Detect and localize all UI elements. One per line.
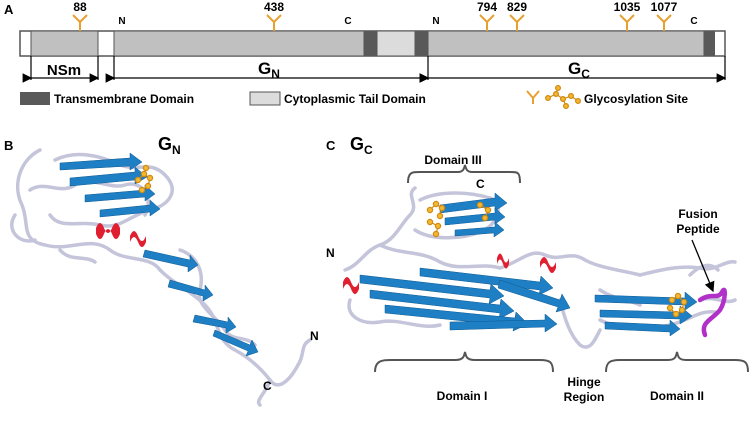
- gn-n-label: N: [310, 329, 319, 343]
- gn-structure: [10, 148, 312, 407]
- glyco-marker-1077: [656, 14, 672, 31]
- gn-cytoplasmic-tail: [376, 30, 416, 57]
- glycosylation-markers: [72, 14, 672, 31]
- hinge-region-label-line2: Region: [564, 390, 605, 404]
- gn-c-label: C: [263, 379, 272, 393]
- legend-transmembrane-swatch: [20, 92, 50, 105]
- fusion-peptide-label-line2: Peptide: [676, 222, 720, 236]
- legend-cytoplasmic-swatch: [249, 91, 281, 106]
- domain-ii-bracket: [605, 351, 749, 373]
- panel-a-label: A: [4, 2, 14, 17]
- domain-i-bracket: [374, 351, 554, 373]
- domain-iii-label: Domain III: [424, 153, 481, 167]
- domain-iii-bracket: [407, 164, 521, 184]
- gn-glycan: [134, 164, 154, 194]
- fusion-peptide-label-line1: Fusion: [678, 207, 717, 221]
- glyco-marker-794: [479, 14, 495, 31]
- gn-n-terminus: N: [118, 16, 125, 27]
- gc-segment: [427, 30, 705, 57]
- glyco-marker-1035: [619, 14, 635, 31]
- glyco-site-number: 794: [477, 0, 497, 14]
- glyco-marker-829: [509, 14, 525, 31]
- glyco-site-number: 88: [73, 0, 87, 14]
- panel-c-label: C: [326, 138, 336, 153]
- glyco-site-number: 829: [507, 0, 527, 14]
- panel-b-title: GN: [158, 134, 181, 157]
- gn-coil: [10, 148, 312, 407]
- legend-glyco-y-icon: [526, 90, 540, 104]
- domain-ii-label: Domain II: [650, 389, 704, 403]
- gc-c-terminus: C: [690, 16, 697, 27]
- domain-bar: [19, 30, 726, 57]
- gc-label: GC: [568, 59, 590, 81]
- nsm-label: NSm: [47, 62, 81, 79]
- gc-n-label: N: [326, 246, 335, 260]
- gc-domain-ii-strands: [594, 291, 698, 337]
- panel-b-label: B: [4, 138, 13, 153]
- glyco-site-number: 1077: [651, 0, 678, 14]
- gc-domain-iii-strands: [439, 192, 508, 238]
- panel-c-title: GC: [350, 134, 373, 157]
- domain-i-label: Domain I: [437, 389, 488, 403]
- glyco-marker-438: [266, 14, 282, 31]
- gc-structure: [343, 186, 737, 349]
- gc-n-terminus: N: [432, 16, 439, 27]
- legend-glycosylation-label: Glycosylation Site: [584, 92, 688, 106]
- gn-alpha-helices: [96, 223, 146, 247]
- glyco-site-number: 1035: [614, 0, 641, 14]
- fusion-peptide-loop: [697, 287, 727, 338]
- gc-signal-transmembrane: [415, 31, 428, 56]
- hinge-region-label-line1: Hinge: [567, 375, 601, 389]
- legend-cytoplasmic-label: Cytoplasmic Tail Domain: [284, 92, 426, 106]
- glyco-site-number: 438: [264, 0, 284, 14]
- domain-spans: [22, 56, 727, 83]
- gc-alpha-helices: [343, 253, 556, 294]
- gn-segment: [113, 30, 365, 57]
- gc-domain-i-strands: [359, 267, 571, 333]
- fusion-peptide-arrow: [691, 239, 715, 293]
- gn-transmembrane: [364, 31, 377, 56]
- glyco-marker-88: [72, 14, 88, 31]
- legend-transmembrane-label: Transmembrane Domain: [54, 92, 194, 106]
- gc-c-label: C: [476, 177, 485, 191]
- nsm-segment: [30, 30, 99, 57]
- gc-transmembrane: [704, 31, 715, 56]
- legend-glycan-ball-icon: [544, 84, 581, 109]
- gn-c-terminus: C: [344, 16, 351, 27]
- gn-label: GN: [258, 59, 280, 81]
- gc-glycans: [426, 200, 688, 318]
- gn-beta-strands: [59, 152, 259, 357]
